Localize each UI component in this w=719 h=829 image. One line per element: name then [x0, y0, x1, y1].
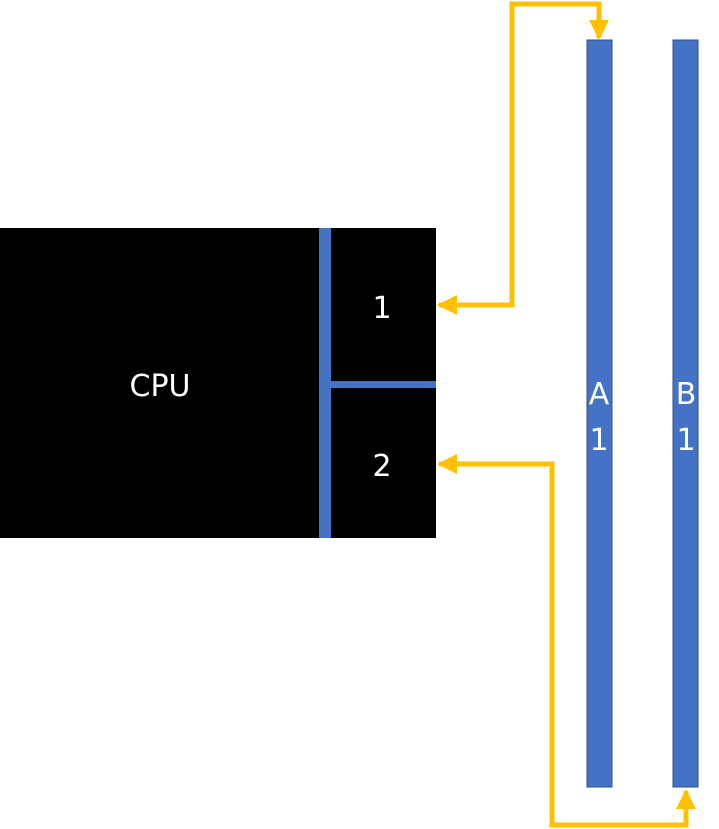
channel-1-label: 1: [372, 291, 391, 326]
connector-channel-2-to-slot-b: [437, 454, 696, 828]
channel-divider: [331, 381, 436, 388]
memory-slot-a-letter: A: [589, 377, 610, 412]
memory-slot-b-number: 1: [676, 423, 695, 458]
memory-slot-a: [586, 39, 613, 788]
memory-slot-b: [672, 39, 699, 788]
memory-slot-a-number: 1: [589, 423, 608, 458]
channel-2-label: 2: [372, 449, 391, 484]
cpu-label: CPU: [130, 369, 191, 404]
connector-channel-1-to-slot-a: [437, 1, 609, 315]
cpu-internal-bus-vertical: [319, 228, 331, 538]
memory-slot-b-letter: B: [676, 377, 697, 412]
